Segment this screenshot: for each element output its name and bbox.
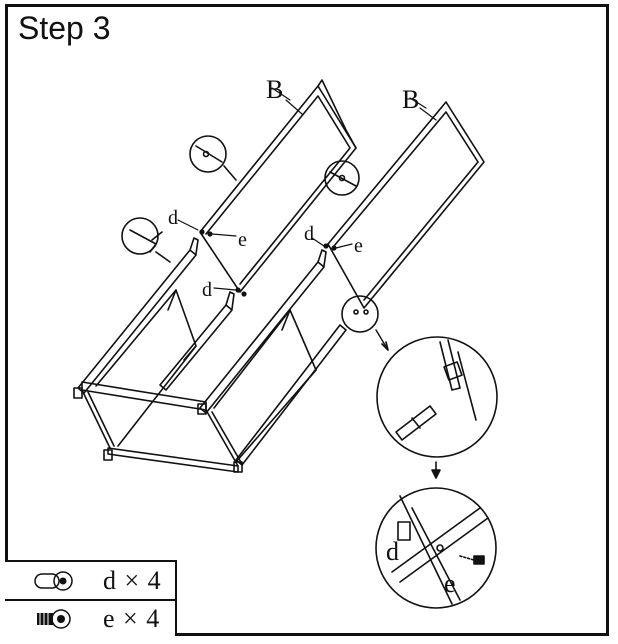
- label-d-zoom: d: [386, 537, 399, 566]
- legend-row-d: d × 4: [5, 562, 175, 601]
- leader-lines: [177, 87, 427, 291]
- label-e-zoom: e: [444, 569, 456, 598]
- label-b-right: B: [402, 85, 419, 114]
- base-frame: [73, 237, 347, 473]
- label-e-1: e: [238, 229, 247, 251]
- detail-circle-top: [189, 135, 237, 181]
- panel-b-right: [327, 101, 485, 309]
- parts-legend: d × 4 e × 4: [5, 560, 177, 636]
- panel-b-left: [199, 79, 357, 293]
- detail-circle-left: [121, 217, 171, 263]
- bolt-icon: [34, 571, 73, 591]
- label-d-3: d: [304, 223, 314, 245]
- label-b-left: B: [266, 75, 283, 104]
- screw-icon: [37, 609, 71, 629]
- detail-circle-right: [324, 160, 360, 196]
- legend-text-e: e × 4: [103, 604, 161, 633]
- legend-row-e: e × 4: [5, 600, 175, 637]
- detail-circle-joint: [341, 295, 389, 351]
- zoom-detail-1: [376, 336, 498, 479]
- zoom-detail-2: [375, 487, 497, 609]
- label-d-2: d: [202, 279, 212, 301]
- step-title: Step 3: [18, 10, 111, 46]
- hardware-points: [199, 229, 337, 297]
- label-d-1: d: [168, 207, 178, 229]
- label-e-2: e: [354, 235, 363, 257]
- legend-text-d: d × 4: [103, 566, 162, 595]
